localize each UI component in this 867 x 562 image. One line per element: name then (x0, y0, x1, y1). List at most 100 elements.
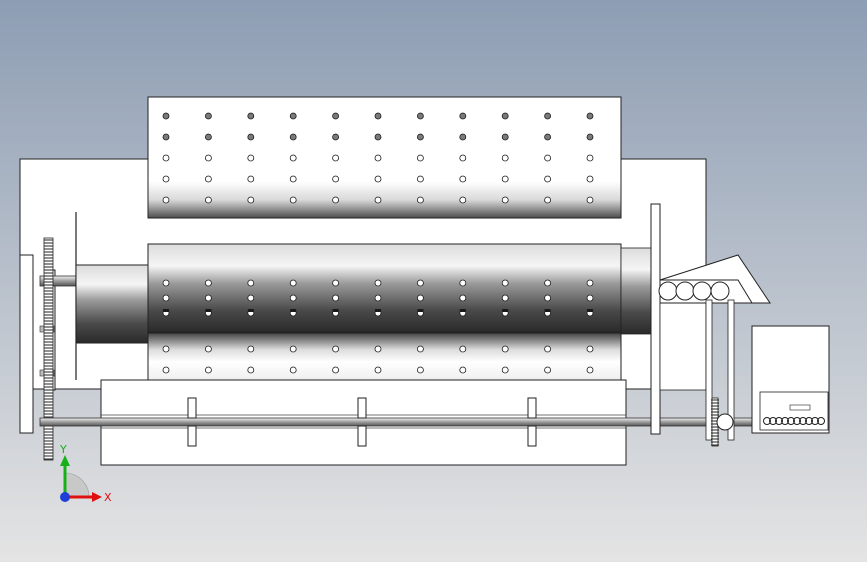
lower-panel-hole (289, 345, 297, 353)
gear-body (43, 237, 54, 461)
lower-panel-hole (332, 345, 340, 353)
top-panel-hole (501, 154, 509, 162)
axis-triad: Y X (59, 443, 112, 504)
top-panel-hole (501, 196, 509, 204)
top-panel-hole (289, 112, 297, 120)
shaft-bracket-1 (187, 397, 197, 447)
drum-slot (502, 309, 509, 312)
top-panel-hole (162, 196, 170, 204)
spring-coil (805, 417, 813, 425)
top-panel-hole (204, 175, 212, 183)
lower-panel-hole (289, 366, 297, 374)
right-inner-frame (659, 299, 707, 391)
top-panel-hole (247, 133, 255, 141)
lower-panel-hole (416, 366, 424, 374)
drum-hole (204, 294, 212, 302)
drum-hole (247, 294, 255, 302)
top-panel-hole (416, 112, 424, 120)
drum-hole (501, 294, 509, 302)
lower-panel-hole (501, 345, 509, 353)
spring-coil (811, 417, 819, 425)
drum-hole (416, 279, 424, 287)
spring-coil (763, 417, 771, 425)
drum-right-extension (620, 247, 652, 335)
tensioner-pole-2 (727, 299, 735, 441)
conveyor-roller (658, 281, 678, 301)
top-panel-hole (289, 154, 297, 162)
top-panel-hole (204, 133, 212, 141)
drum-hole (459, 279, 467, 287)
conveyor-rollers (658, 281, 730, 301)
conveyor-roller (710, 281, 730, 301)
drum-hole (162, 279, 170, 287)
lower-panel-hole (162, 345, 170, 353)
top-panel-hole (332, 133, 340, 141)
drum-hole (289, 294, 297, 302)
drum-slot (163, 309, 169, 312)
top-panel-hole (289, 196, 297, 204)
top-panel-hole (416, 175, 424, 183)
drum-slot (459, 309, 466, 312)
top-panel-hole (416, 154, 424, 162)
top-panel-hole (204, 196, 212, 204)
spring-coil (787, 417, 795, 425)
lower-panel-hole (332, 366, 340, 374)
drum-slot (375, 309, 381, 312)
top-panel-hole (374, 133, 382, 141)
top-panel-hole (204, 154, 212, 162)
right-vertical-post (650, 203, 661, 435)
lower-panel-holes (162, 345, 594, 374)
top-panel-hole (247, 196, 255, 204)
top-panel-hole (332, 196, 340, 204)
z-axis-dot (60, 492, 70, 502)
top-panel-hole (416, 133, 424, 141)
lower-perforated-panel (147, 332, 622, 382)
drum-hole (289, 279, 297, 287)
drum-slot (544, 309, 551, 312)
top-panel-hole (586, 154, 594, 162)
drum-hole (501, 279, 509, 287)
top-panel-hole (544, 112, 551, 120)
top-perforated-panel (147, 96, 622, 219)
top-panel-hole (374, 196, 382, 204)
spring-plate (789, 404, 811, 411)
lower-panel-hole (162, 366, 170, 374)
shaft-bracket-3 (527, 397, 537, 447)
top-panel-hole (459, 196, 467, 204)
top-panel-hole (459, 133, 467, 141)
lower-panel-hole (247, 345, 255, 353)
lower-panel-hole (416, 345, 424, 353)
top-panel-hole (247, 175, 255, 183)
top-panel-hole (374, 175, 382, 183)
y-arrow-head (60, 455, 70, 466)
lower-panel-hole (374, 366, 382, 374)
shaft-bracket-2 (357, 397, 367, 447)
lower-panel-hole (544, 366, 551, 374)
top-panel-hole (416, 196, 424, 204)
top-panel-hole (501, 112, 509, 120)
top-panel-hole (586, 112, 594, 120)
top-panel-hole (162, 133, 170, 141)
spring-coil (817, 417, 825, 425)
spring-coil (799, 417, 807, 425)
drum-slot (247, 309, 254, 312)
top-panel-hole (374, 154, 382, 162)
top-panel-hole (332, 112, 340, 120)
drum-slot (332, 309, 339, 312)
top-panel-hole (162, 112, 170, 120)
right-pulley (716, 413, 734, 431)
top-panel-hole (247, 154, 255, 162)
main-long-shaft (39, 417, 821, 427)
drum-slot (587, 309, 593, 312)
spring-housing (759, 391, 829, 431)
drum-hole (459, 294, 467, 302)
spring-coils (763, 417, 825, 425)
lower-panel-hole (501, 366, 509, 374)
lower-panel-hole (204, 345, 212, 353)
drum-hole (374, 294, 382, 302)
conveyor-roller (692, 281, 712, 301)
top-panel-hole (586, 133, 594, 141)
top-panel-hole (544, 175, 551, 183)
drum-hole (204, 279, 212, 287)
